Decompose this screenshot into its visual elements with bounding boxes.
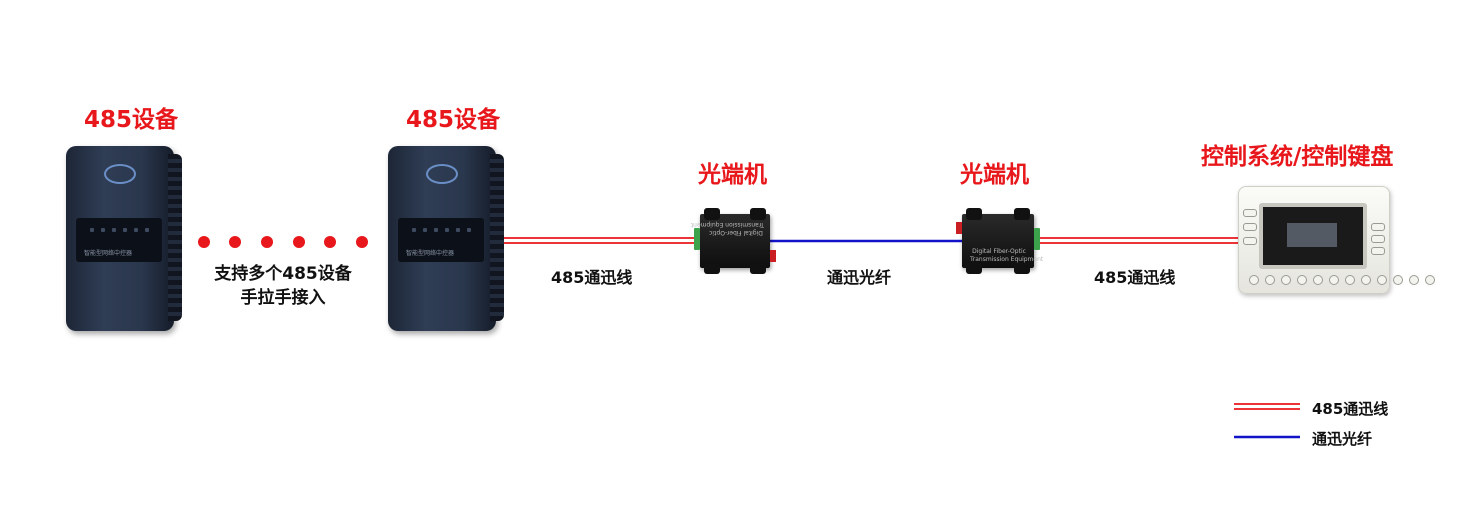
daisy-chain-note: 支持多个485设备 手拉手接入 [188, 262, 378, 310]
control-system-title: 控制系统/控制键盘 [1201, 144, 1394, 170]
ellipsis-dot-1 [198, 236, 210, 248]
device-left-title: 485设备 [84, 107, 179, 133]
device-left-icon: 智能型网络中控器 [66, 146, 182, 331]
ellipsis-dot-6 [356, 236, 368, 248]
terminal-block-right [1034, 228, 1040, 250]
ellipsis-dot-4 [293, 236, 305, 248]
device-right-icon: 智能型网络中控器 [388, 146, 504, 331]
ellipsis-dot-5 [324, 236, 336, 248]
transceiver-right-title: 光端机 [960, 162, 1029, 188]
transceiver-left-title: 光端机 [698, 162, 767, 188]
control-keyboard-icon [1238, 186, 1435, 294]
daisy-chain-line-2: 手拉手接入 [240, 288, 326, 308]
device-right-title: 485设备 [406, 107, 501, 133]
ellipsis-dot-3 [261, 236, 273, 248]
rs485-left-label: 485通迅线 [551, 268, 633, 287]
legend-485-label: 485通迅线 [1312, 400, 1389, 418]
ellipsis-dot-2 [229, 236, 241, 248]
fiber-port-right [956, 222, 962, 234]
terminal-block-left [694, 228, 700, 250]
fiber-port-left [770, 250, 776, 262]
legend-fiber-label: 通迅光纤 [1312, 430, 1373, 448]
fiber-label: 通迅光纤 [827, 268, 892, 287]
rs485-right-label: 485通迅线 [1094, 268, 1176, 287]
daisy-chain-line-1: 支持多个485设备 [214, 264, 352, 284]
